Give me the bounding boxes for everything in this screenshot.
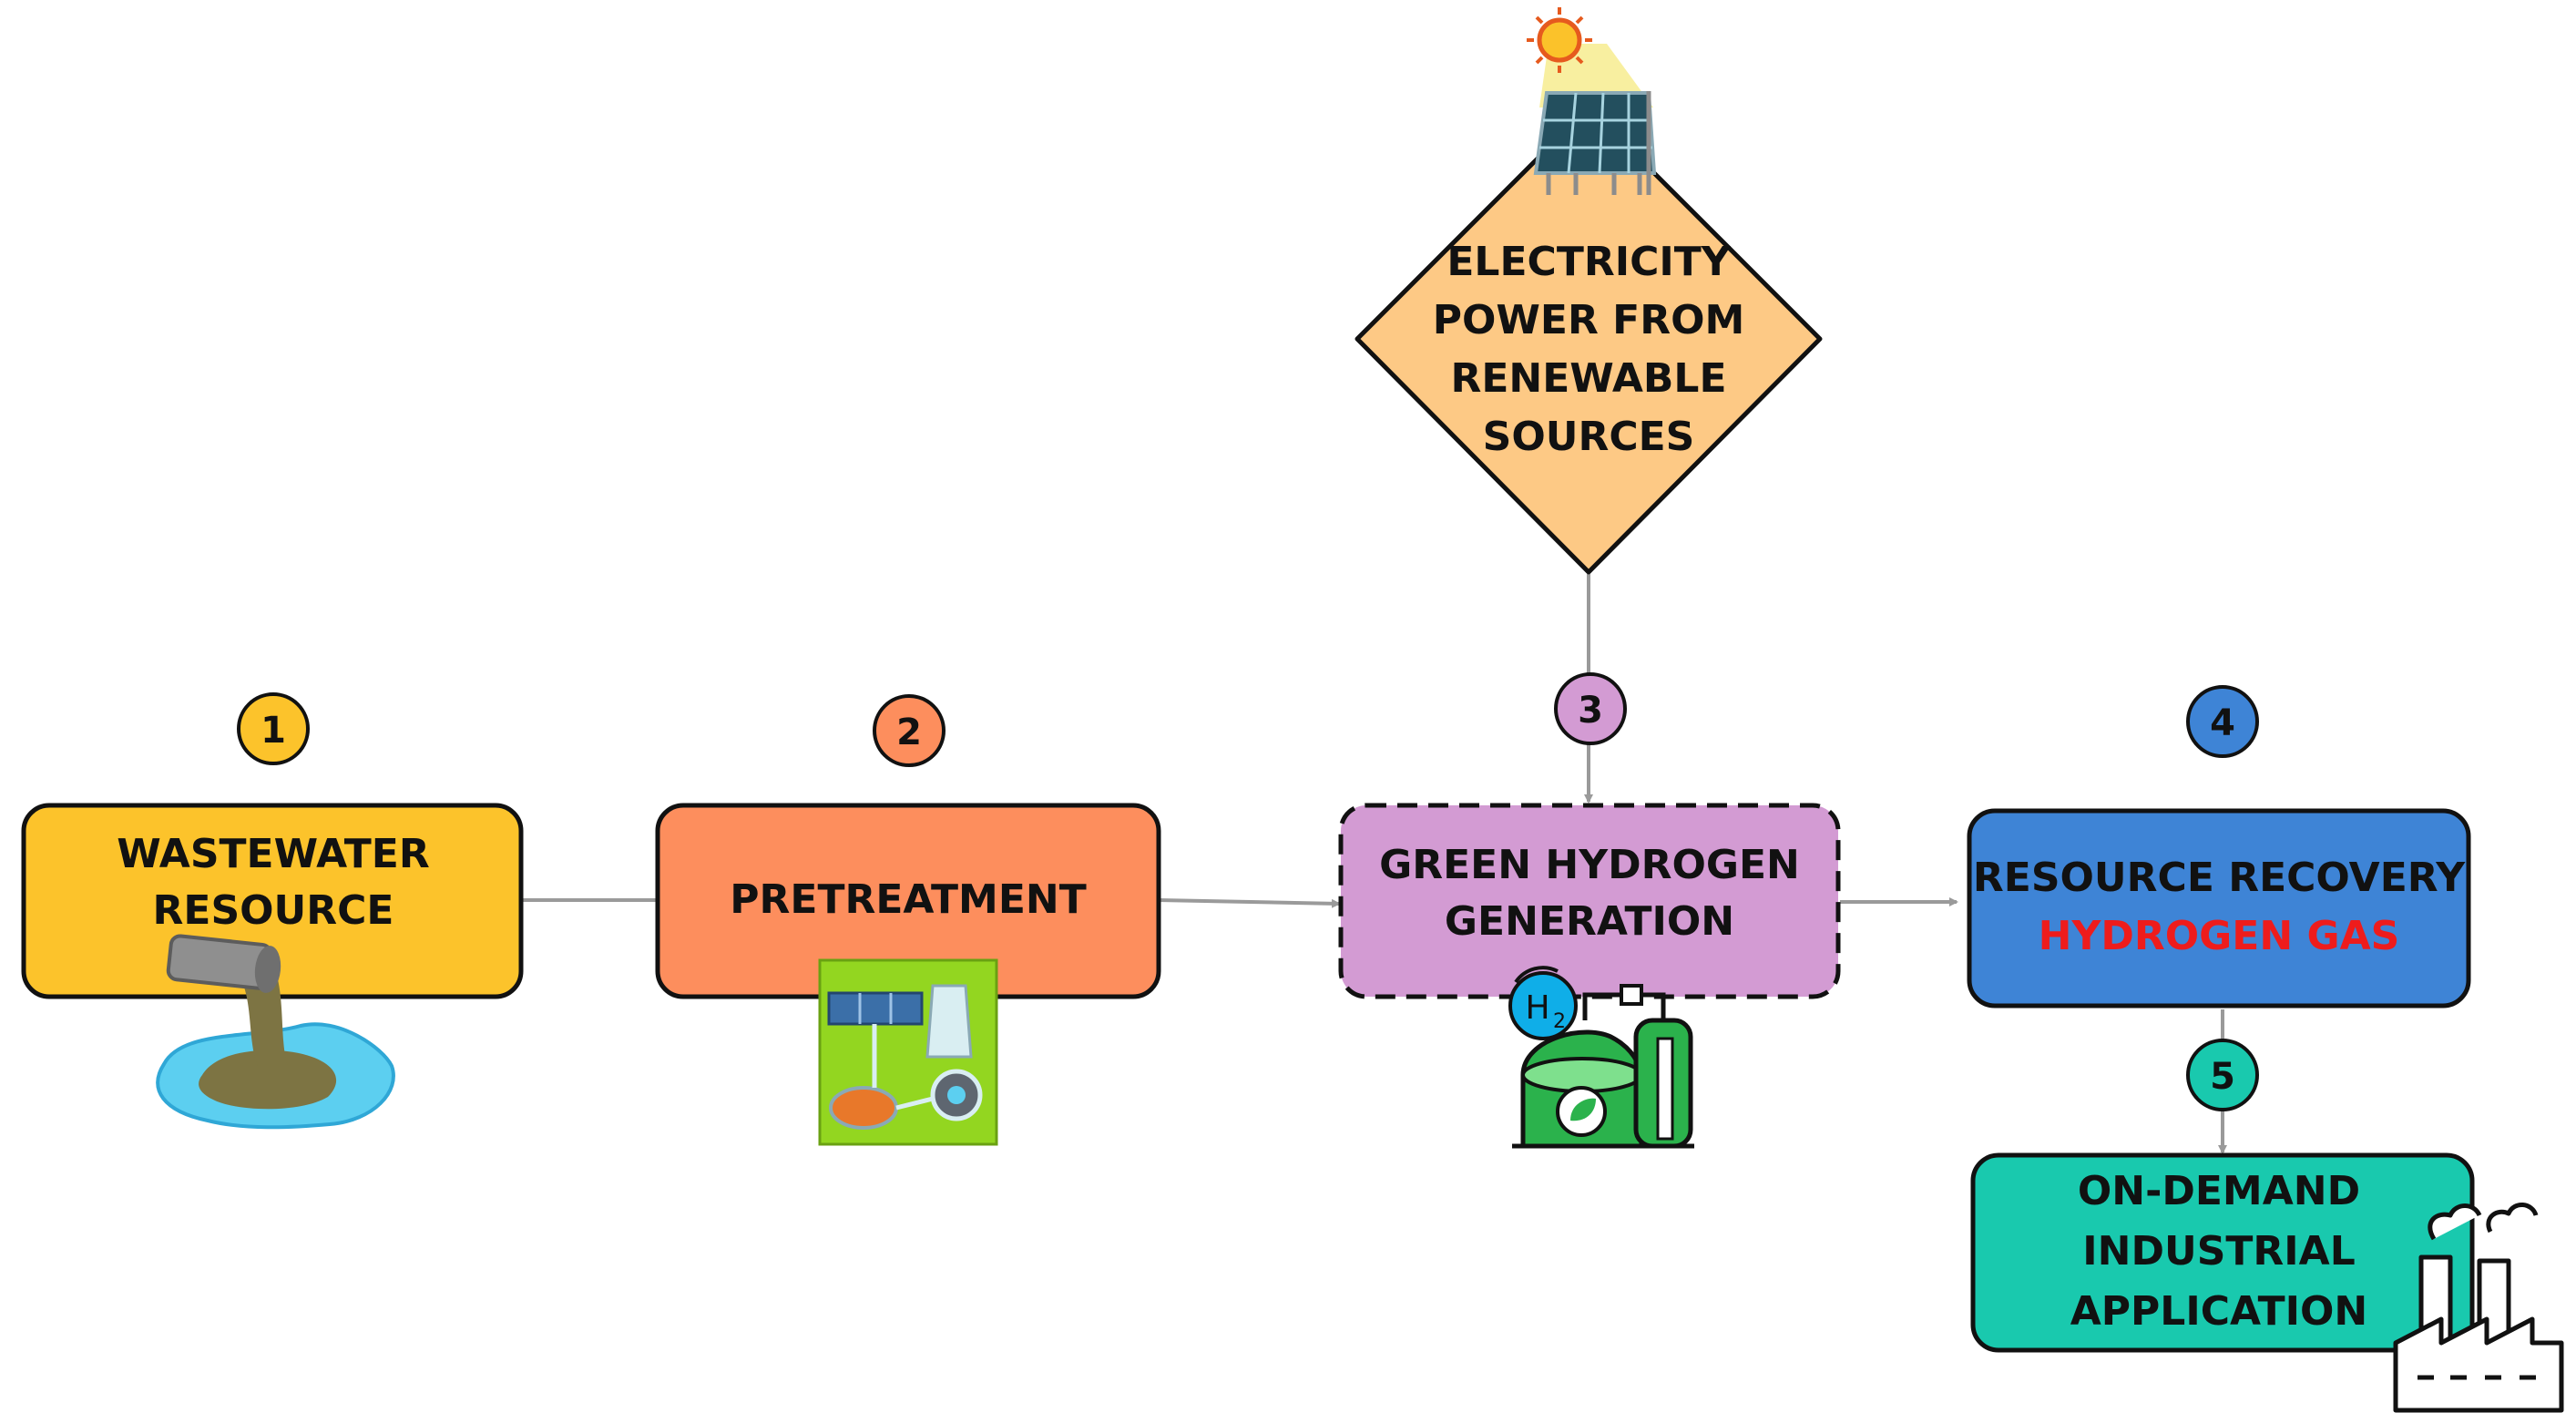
factory-icon — [2393, 1203, 2564, 1413]
hydrogen-tank-icon: H 2 — [1508, 966, 1694, 1149]
energy-source-label-line-4: SOURCES — [1483, 414, 1695, 460]
step-number-2: 2 — [896, 712, 922, 753]
step-number-4: 4 — [2210, 702, 2235, 744]
industrial-application-box — [1970, 1152, 2475, 1353]
step-badge-1: 1 — [237, 692, 310, 765]
wastewater-label-line-1: WASTEWATER — [117, 831, 430, 877]
hydrogen-gas-label: HYDROGEN GAS — [2039, 913, 2400, 959]
resource-recovery-box — [1967, 808, 2471, 1009]
energy-source-label-line-3: RENEWABLE — [1450, 355, 1726, 402]
step-badge-4: 4 — [2186, 685, 2259, 758]
solar-panel-icon — [1527, 7, 1657, 195]
energy-source-diamond — [1354, 105, 1823, 575]
green-hydrogen-label-line-2: GENERATION — [1445, 898, 1734, 945]
h2-symbol: H — [1525, 989, 1549, 1027]
step-number-3: 3 — [1578, 690, 1603, 732]
green-hydrogen-label-line-1: GREEN HYDROGEN — [1379, 842, 1800, 888]
treatment-plant-icon — [818, 958, 998, 1146]
industrial-label-line-1: ON-DEMAND — [2078, 1168, 2360, 1214]
connector-2-3 — [1158, 898, 1341, 908]
green-hydrogen-box — [1338, 803, 1841, 999]
step-badge-2: 2 — [873, 694, 946, 767]
energy-source-label-line-2: POWER FROM — [1433, 297, 1745, 343]
industrial-label-line-2: INDUSTRIAL — [2082, 1228, 2356, 1275]
step-badge-5: 5 — [2186, 1039, 2259, 1111]
step-number-1: 1 — [261, 710, 286, 752]
resource-recovery-label: RESOURCE RECOVERY — [1973, 855, 2466, 901]
step-number-5: 5 — [2210, 1056, 2235, 1098]
energy-source-label-line-1: ELECTRICITY — [1446, 239, 1731, 285]
step-badge-3: 3 — [1554, 672, 1627, 745]
industrial-label-line-3: APPLICATION — [2070, 1288, 2368, 1335]
wastewater-pipe-icon — [156, 934, 395, 1130]
wastewater-label-line-2: RESOURCE — [153, 887, 394, 934]
pretreatment-label: PRETREATMENT — [730, 876, 1086, 923]
h2-subscript: 2 — [1553, 1010, 1566, 1033]
